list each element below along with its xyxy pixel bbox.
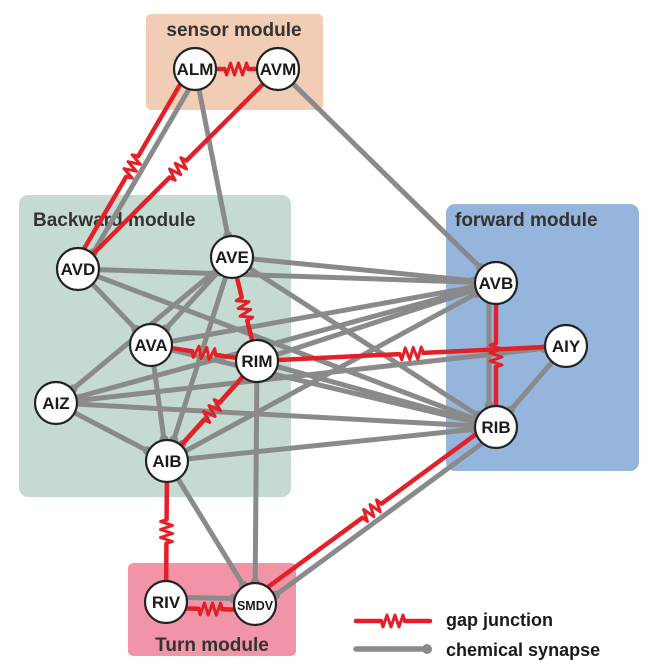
- neuron-rim: RIM: [234, 338, 280, 384]
- gap-junction-alm-avd: [81, 80, 184, 253]
- neuron-ava-circle: [128, 322, 174, 368]
- neuron-smdv-circle: [232, 581, 278, 627]
- neuron-avm-circle: [255, 46, 301, 92]
- neuron-avm-label: AVM: [260, 60, 297, 79]
- forward-module-label: forward module: [455, 210, 598, 231]
- neuron-riv-label: RIV: [152, 593, 181, 612]
- neuron-aiz: AIZ: [33, 380, 79, 426]
- neuron-avb: AVB: [473, 260, 519, 306]
- neuron-avb-circle: [473, 260, 519, 306]
- neuron-aiy-circle: [543, 323, 589, 369]
- neuron-ave: AVE: [209, 234, 255, 280]
- neuron-smdv-label: SMDV: [237, 599, 274, 613]
- neuron-aib-circle: [144, 438, 190, 484]
- legend-chemical-synapse-terminal: [422, 644, 432, 654]
- neuron-aiy: AIY: [543, 323, 589, 369]
- gap-junction-rim-aib: [177, 372, 247, 450]
- legend-chemical-synapse-label: chemical synapse: [446, 640, 600, 660]
- legend-gap-junction-line: [353, 613, 433, 629]
- gap-junction-rib-smdv: [264, 431, 480, 591]
- neuron-ava: AVA: [128, 322, 174, 368]
- gap-junction-ave-rim: [234, 273, 255, 345]
- neuron-avd: AVD: [55, 246, 101, 292]
- neuron-alm-label: ALM: [177, 60, 214, 79]
- chemical-synapse-rib-smdv: [271, 439, 487, 600]
- neuron-ave-circle: [209, 234, 255, 280]
- neuron-avb-label: AVB: [479, 274, 514, 293]
- sensor-module-label: sensor module: [166, 20, 301, 41]
- gap-junction-rim-aiy: [273, 344, 550, 363]
- neuron-aiz-circle: [33, 380, 79, 426]
- legend-gap-junction-label: gap junction: [446, 610, 553, 630]
- neuron-ava-label: AVA: [134, 336, 167, 355]
- neuron-smdv: SMDV: [232, 581, 278, 627]
- chemical-synapse-avm-avb: [289, 79, 485, 273]
- neuron-rib-label: RIB: [481, 418, 510, 437]
- legend: gap junction chemical synapse: [353, 610, 600, 660]
- neuron-alm-circle: [172, 46, 218, 92]
- neuron-riv-circle: [143, 579, 189, 625]
- neuron-rib-circle: [473, 404, 519, 450]
- neuron-avd-circle: [55, 246, 101, 292]
- neuron-ave-label: AVE: [215, 248, 249, 267]
- gap-junction-avb-rib: [488, 299, 504, 411]
- turn-module-label: Turn module: [155, 635, 269, 656]
- neuron-rib: RIB: [473, 404, 519, 450]
- neuron-aib: AIB: [144, 438, 190, 484]
- neuron-alm: ALM: [172, 46, 218, 92]
- neuron-avd-label: AVD: [61, 260, 96, 279]
- neuron-aib-label: AIB: [152, 452, 181, 471]
- neuron-aiz-label: AIZ: [42, 394, 69, 413]
- neuron-rim-circle: [234, 338, 280, 384]
- neuron-rim-label: RIM: [241, 352, 272, 371]
- gap-junction-ava-rim: [167, 344, 241, 362]
- neuron-aiy-label: AIY: [552, 337, 581, 356]
- neuron-layer: ALM AVM AVD AVE AVA RIM AIZ AIB AVB AIY RIB RIV SMDV: [33, 46, 589, 627]
- neuron-avm: AVM: [255, 46, 301, 92]
- gap-junction-avm-avd: [89, 80, 267, 258]
- gap-junction-aib-riv: [159, 477, 174, 586]
- neuron-riv: RIV: [143, 579, 189, 625]
- legend-gap-junction-sample: [353, 613, 433, 629]
